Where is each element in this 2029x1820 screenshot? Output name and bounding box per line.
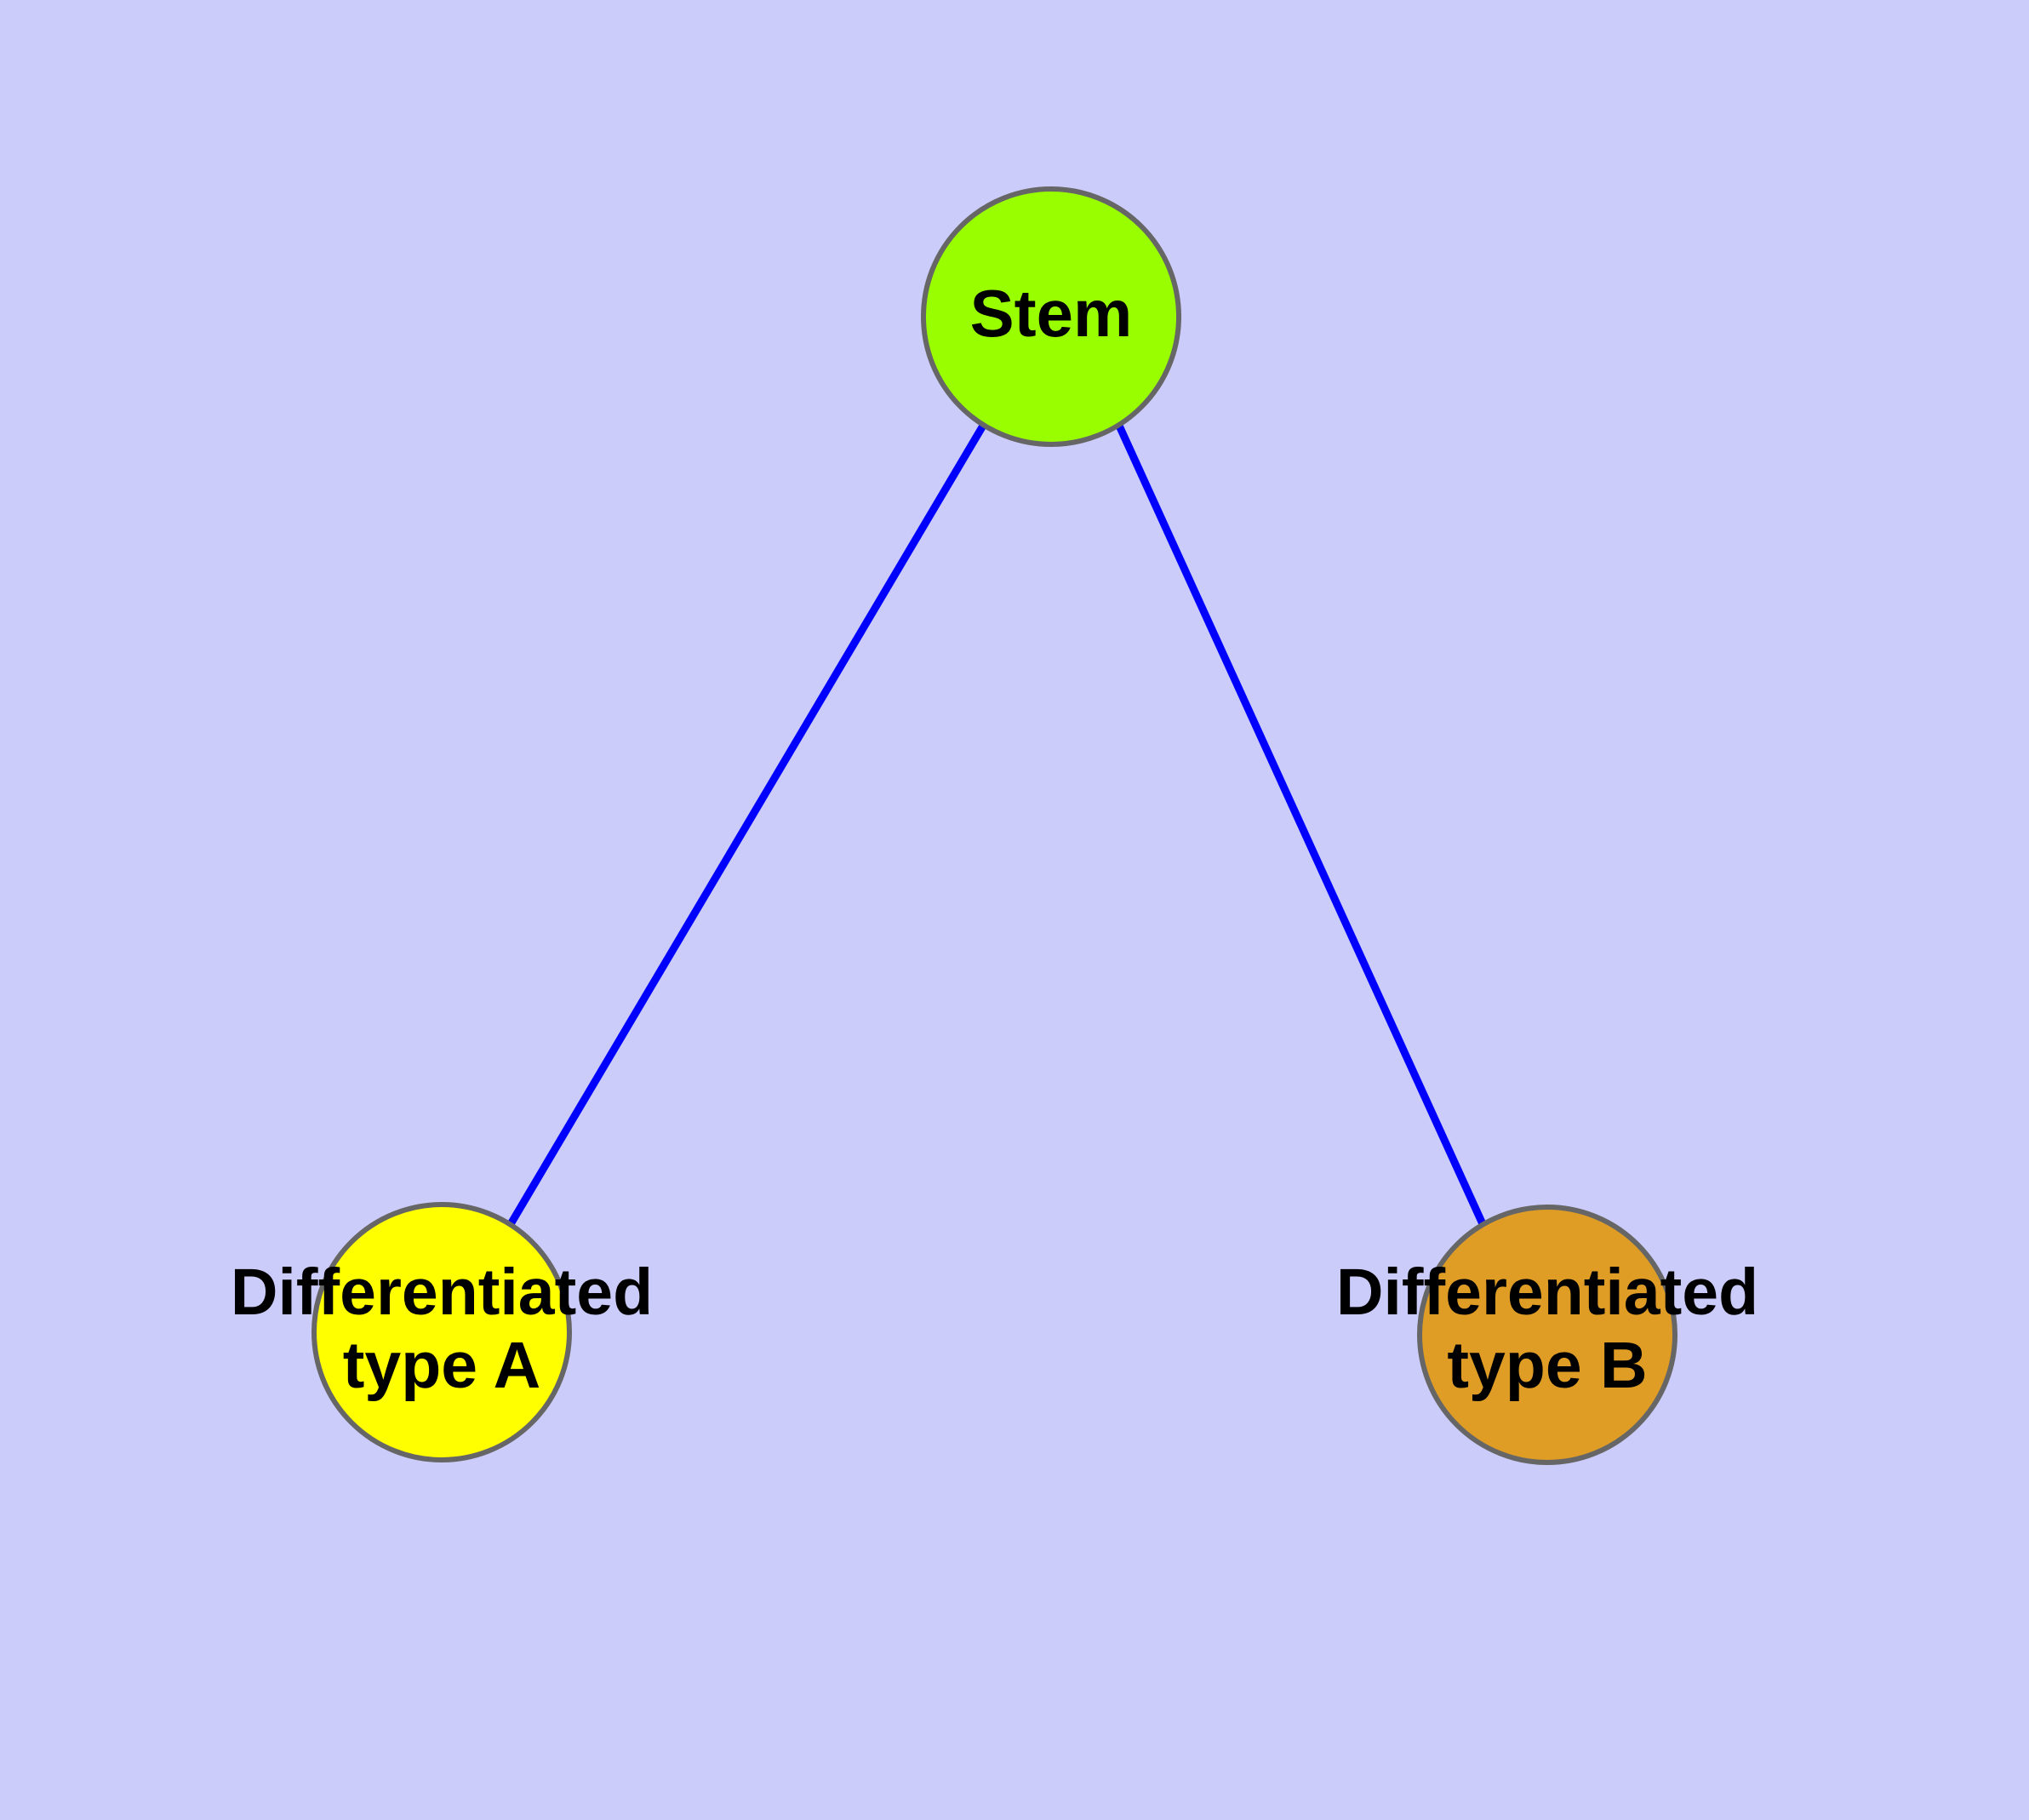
edge-stem-to-diff-b[interactable] [1115,424,1488,1228]
edge-layer [507,423,1488,1228]
node-stem-circle[interactable] [921,186,1181,447]
edge-stem-to-diff-a[interactable] [507,423,986,1227]
node-layer [311,186,1677,1465]
node-diff-a-circle[interactable] [311,1202,572,1462]
node-diff-b-circle[interactable] [1417,1205,1677,1465]
